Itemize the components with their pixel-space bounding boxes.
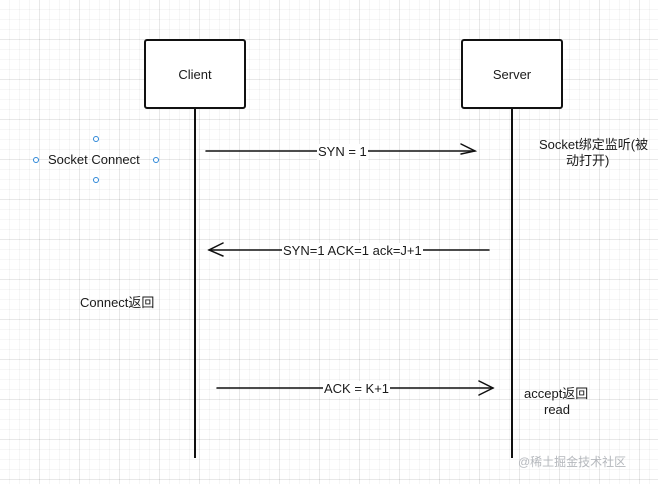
synack-message-label: SYN=1 ACK=1 ack=J+1 [282, 243, 423, 259]
client-lifeline [194, 109, 196, 458]
client-actor-label: Client [178, 66, 212, 82]
selection-handle-right[interactable] [153, 157, 159, 163]
ack-message-label: ACK = K+1 [323, 381, 391, 397]
accept-return-label: accept返回 [524, 386, 589, 401]
syn-arrow-head [460, 143, 478, 155]
selection-handle-top[interactable] [93, 136, 99, 142]
selection-handle-bottom[interactable] [93, 177, 99, 183]
server-actor-label: Server [492, 66, 532, 82]
read-label: read [544, 402, 571, 417]
server-listen-label-line2: 动打开) [566, 153, 610, 168]
connect-return-label: Connect返回 [80, 295, 155, 310]
synack-arrow-head [207, 242, 224, 257]
server-actor-box[interactable]: Server [461, 39, 563, 109]
client-actor-box[interactable]: Client [144, 39, 246, 109]
server-listen-label-line1: Socket绑定监听(被 [539, 137, 649, 152]
socket-connect-label[interactable]: Socket Connect [48, 152, 140, 167]
watermark-text: @稀土掘金技术社区 [518, 455, 627, 469]
server-lifeline [511, 109, 513, 458]
ack-arrow-head [478, 380, 495, 396]
selection-handle-left[interactable] [33, 157, 39, 163]
syn-message-label: SYN = 1 [317, 144, 368, 160]
